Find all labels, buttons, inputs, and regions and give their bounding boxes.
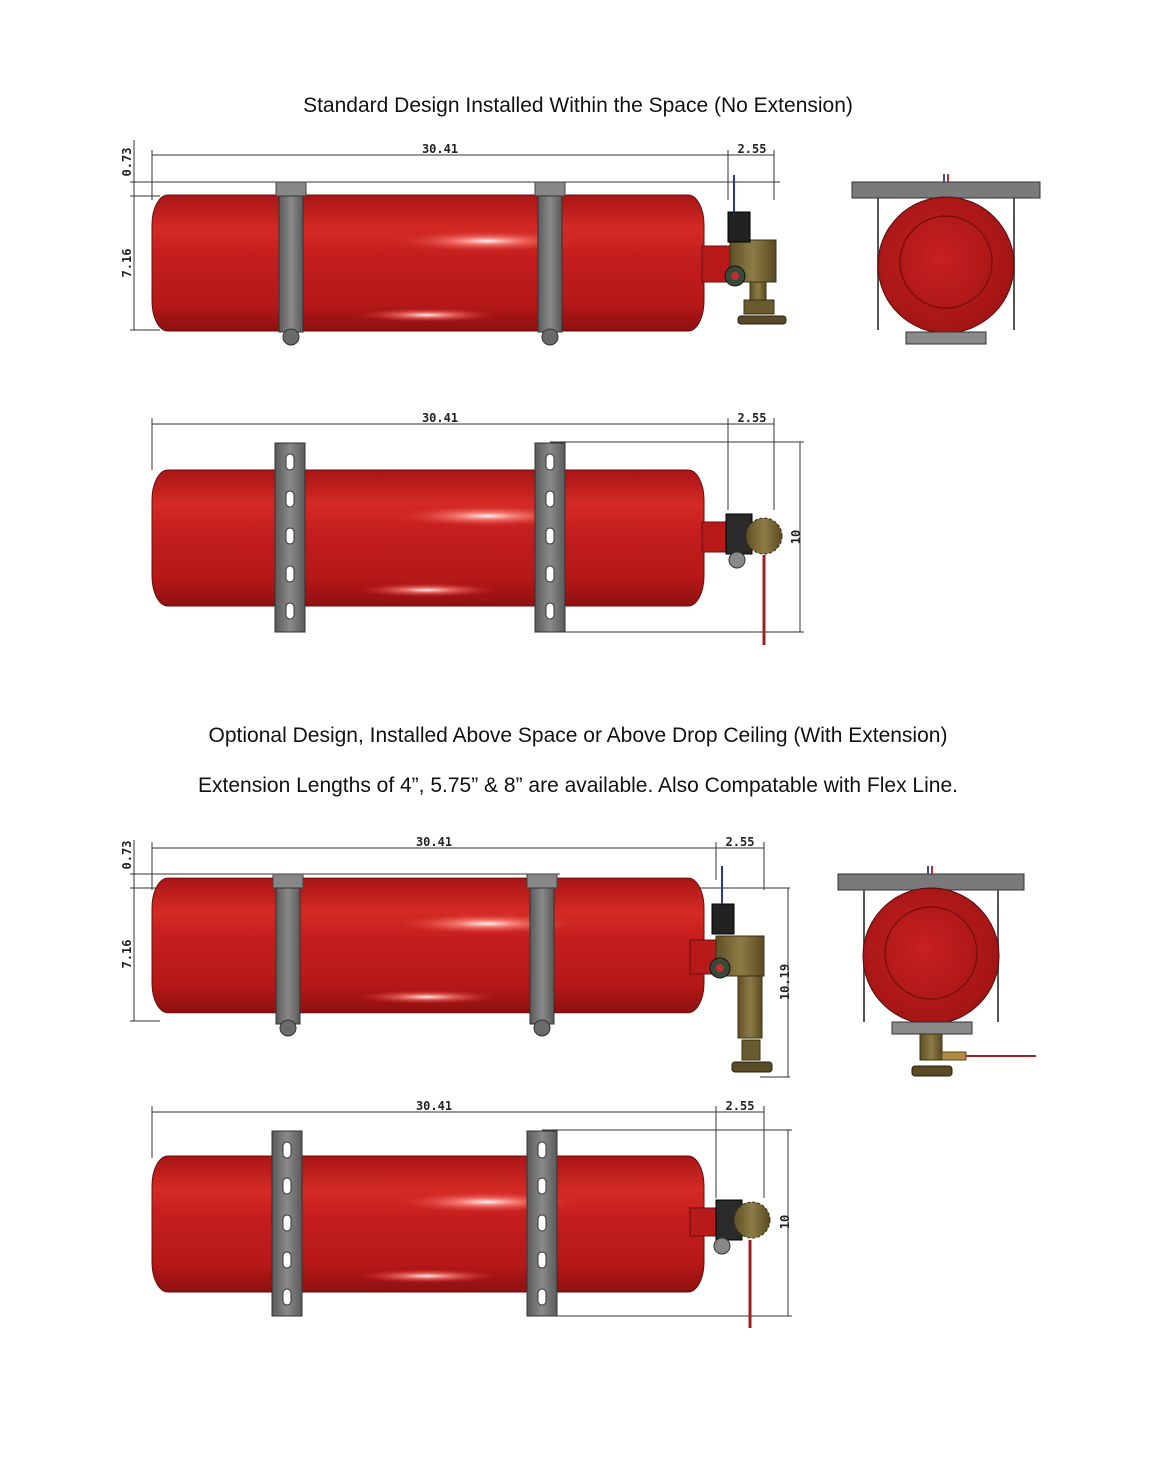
width-dimension: 10: [789, 530, 803, 544]
extended-height-dimension: 10.19: [778, 964, 792, 1000]
optional-front-view: 30.41 2.55 10: [151, 1099, 792, 1328]
standard-side-view: 30.41 2.55 0.73 7.16: [120, 140, 787, 346]
bracket-gap-dimension: 0.73: [120, 148, 134, 177]
diameter-dimension: 7.16: [120, 249, 134, 278]
length-dimension-2: 30.41: [422, 411, 458, 425]
valve-offset-dimension-2: 2.55: [738, 411, 767, 425]
width-dimension-2: 10: [778, 1215, 792, 1229]
length-dimension-4: 30.41: [416, 1099, 452, 1113]
standard-design-heading: Standard Design Installed Within the Spa…: [303, 94, 853, 117]
length-dimension-3: 30.41: [416, 835, 452, 849]
extension-note: Extension Lengths of 4”, 5.75” & 8” are …: [198, 774, 958, 797]
diameter-dimension-2: 7.16: [120, 940, 134, 969]
optional-side-view: 30.41 2.55 0.73 7.16 10.19: [120, 835, 792, 1078]
bracket-gap-dimension-2: 0.73: [120, 841, 134, 870]
optional-end-view: [837, 866, 1036, 1077]
standard-front-view: 30.41 2.55 10: [151, 411, 804, 645]
valve-offset-dimension-3: 2.55: [726, 835, 755, 849]
length-dimension: 30.41: [422, 142, 458, 156]
valve-offset-dimension: 2.55: [738, 142, 767, 156]
valve-offset-dimension-4: 2.55: [726, 1099, 755, 1113]
standard-end-view: [851, 174, 1041, 345]
optional-design-heading: Optional Design, Installed Above Space o…: [208, 724, 948, 747]
